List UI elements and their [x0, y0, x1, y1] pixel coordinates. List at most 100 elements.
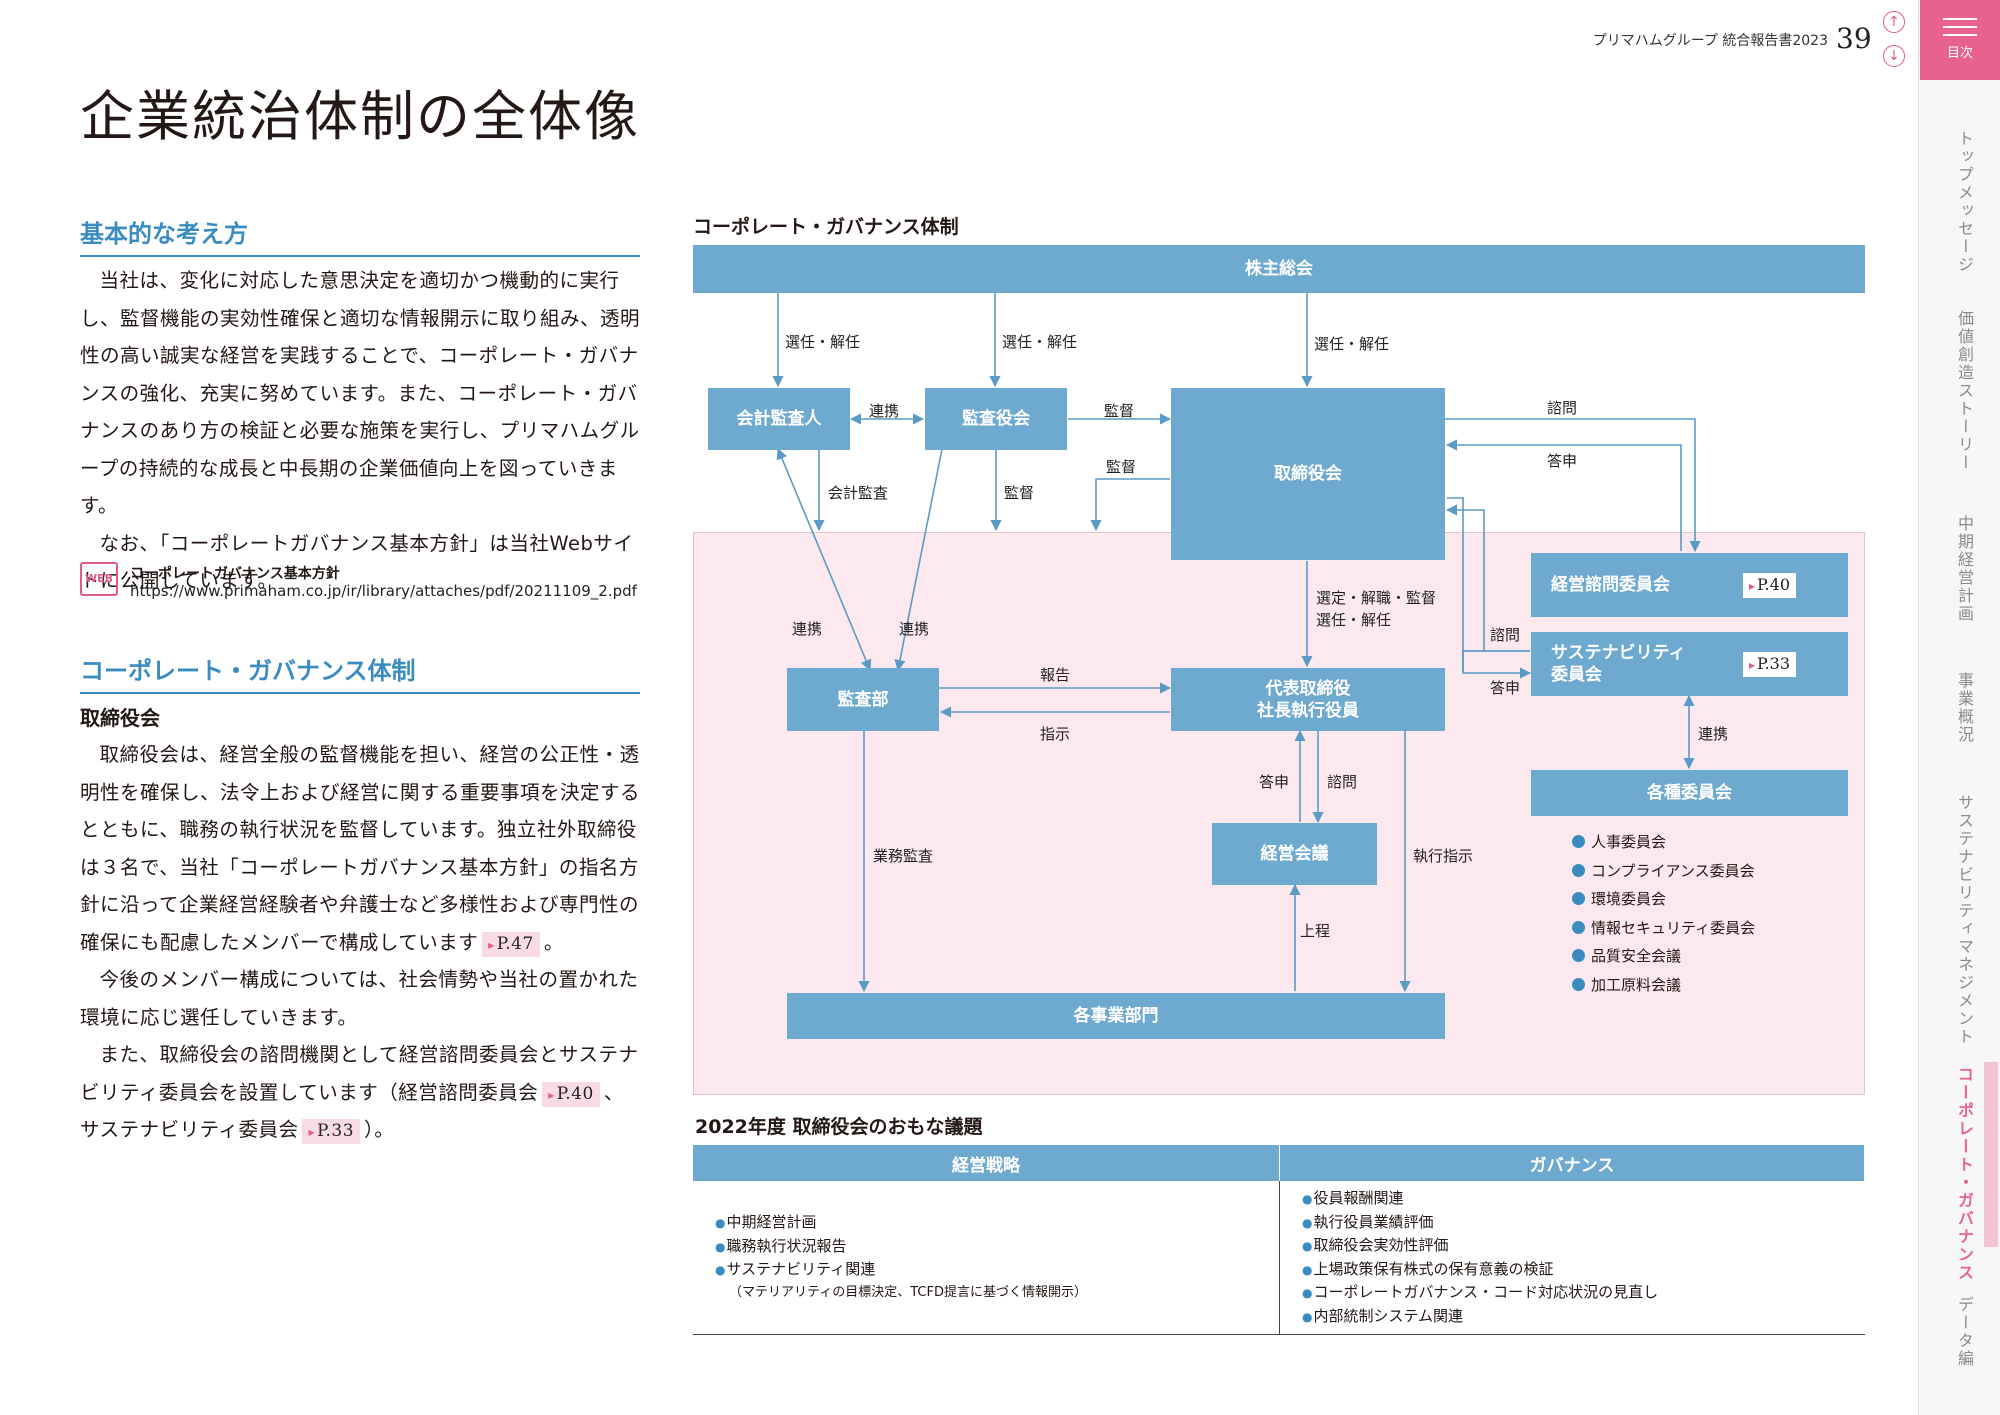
web-icon: WEB — [80, 562, 118, 596]
agenda-item: 上場政策保有株式の保有意義の検証 — [1302, 1258, 1865, 1282]
ceo-label-1: 代表取締役 — [1265, 678, 1351, 699]
label-report-1: 答申 — [1547, 452, 1578, 470]
board-text: 取締役会は、経営全般の監督機能を担い、経営の公正性・透明性を確保し、法令上および… — [80, 736, 640, 1149]
agenda-header-governance: ガバナンス — [1279, 1145, 1865, 1181]
agenda-item: 中期経営計画 — [715, 1211, 1279, 1235]
label-accounting-audit: 会計監査 — [828, 484, 889, 502]
label-coop-top: 連携 — [869, 402, 900, 420]
label-instruct: 指示 — [1040, 725, 1071, 743]
section-heading-governance: コーポレート・ガバナンス体制 — [80, 651, 640, 694]
agenda-title: 2022年度 取締役会のおもな議題 — [695, 1116, 983, 1138]
box-audit-department: 監査部 — [787, 668, 939, 731]
nav-active-indicator — [1984, 1062, 1998, 1247]
page-ref-p40[interactable]: P.40 — [542, 1081, 600, 1107]
subheading-board: 取締役会 — [80, 706, 160, 730]
diagram-title: コーポレート・ガバナンス体制 — [693, 216, 959, 238]
committee-item: コンプライアンス委員会 — [1572, 857, 1755, 886]
label-coop-right: 連携 — [899, 620, 930, 638]
agenda-table: 経営戦略 ガバナンス 中期経営計画 職務執行状況報告 サステナビリティ関連 （マ… — [693, 1145, 1865, 1335]
box-audit-board: 監査役会 — [925, 388, 1067, 450]
label-coop-committees: 連携 — [1698, 725, 1729, 743]
agenda-item: 取締役会実効性評価 — [1302, 1234, 1865, 1258]
agenda-item: 職務執行状況報告 — [715, 1235, 1279, 1259]
label-select-dismiss: 選定・解職・監督 — [1316, 589, 1437, 607]
report-title: プリマハムグループ 統合報告書2023 — [1592, 33, 1828, 49]
arrow-down-icon[interactable]: ↓ — [1883, 45, 1905, 67]
box-advisory-committee: 経営諮問委員会 P.40 — [1531, 553, 1848, 617]
board-p3-end: ）。 — [364, 1118, 395, 1141]
nav-item-value-creation[interactable]: 価値創造ストーリー — [1955, 310, 1974, 472]
board-p3-text: また、取締役会の諮問機関として経営諮問委員会とサステナビリティ委員会を設置してい… — [80, 1043, 639, 1104]
committee-item: 人事委員会 — [1572, 828, 1755, 857]
board-p3-mid: 、サステナビリティ委員会 — [80, 1080, 624, 1142]
label-supervise-3: 監督 — [1004, 484, 1035, 502]
agenda-item: 執行役員業績評価 — [1302, 1211, 1865, 1235]
nav-item-corporate-governance[interactable]: コーポレート・ガバナンス — [1955, 1066, 1974, 1282]
label-submit: 上程 — [1300, 922, 1331, 940]
agenda-item: サステナビリティ関連 — [715, 1258, 1279, 1282]
agenda-strategy-cell: 中期経営計画 職務執行状況報告 サステナビリティ関連 （マテリアリティの目標決定… — [693, 1181, 1280, 1335]
label-consult-1: 諮問 — [1547, 399, 1578, 417]
sustainability-page-ref[interactable]: P.33 — [1743, 652, 1796, 677]
committee-item: 情報セキュリティ委員会 — [1572, 914, 1755, 943]
label-elect-board: 選任・解任 — [1314, 335, 1390, 353]
agenda-item: コーポレートガバナンス・コード対応状況の見直し — [1302, 1281, 1865, 1305]
committee-item: 環境委員会 — [1572, 885, 1755, 914]
box-accounting-auditor: 会計監査人 — [708, 388, 850, 450]
label-business-audit: 業務監査 — [873, 847, 934, 865]
agenda-header-strategy: 経営戦略 — [693, 1145, 1280, 1181]
ceo-label-2: 社長執行役員 — [1257, 700, 1359, 721]
board-p1: 取締役会は、経営全般の監督機能を担い、経営の公正性・透明性を確保し、法令上および… — [80, 736, 640, 961]
agenda-item-note: （マテリアリティの目標決定、TCFD提言に基づく情報開示） — [729, 1284, 1087, 1300]
page-title: 企業統治体制の全体像 — [80, 85, 640, 148]
toc-menu-button[interactable]: 目次 — [1920, 0, 2000, 80]
label-report-4: 答申 — [1259, 773, 1290, 791]
web-link-label: コーポレートガバナンス基本方針 — [130, 566, 340, 582]
box-various-committees: 各種委員会 — [1531, 770, 1848, 816]
label-supervise-1: 監督 — [1104, 402, 1135, 420]
label-report-3: 報告 — [1040, 666, 1071, 684]
label-supervise-2: 監督 — [1106, 458, 1137, 476]
board-p1-text: 取締役会は、経営全般の監督機能を担い、経営の公正性・透明性を確保し、法令上および… — [80, 743, 641, 954]
box-shareholders-meeting: 株主総会 — [693, 245, 1865, 293]
page-ref-p33[interactable]: P.33 — [302, 1119, 361, 1144]
label-elect-accounting: 選任・解任 — [785, 333, 861, 351]
sustainability-label-2: 委員会 — [1551, 665, 1602, 685]
advisory-page-ref[interactable]: P.40 — [1743, 573, 1796, 598]
nav-item-top-message[interactable]: トップメッセージ — [1955, 130, 1974, 274]
sustainability-label-1: サステナビリティ — [1551, 643, 1686, 663]
label-elect-audit-board: 選任・解任 — [1002, 333, 1078, 351]
box-business-divisions: 各事業部門 — [787, 993, 1445, 1039]
nav-item-sustainability[interactable]: サステナビリティマネジメント — [1955, 794, 1974, 1046]
page-number: 39 — [1836, 22, 1872, 55]
box-management-meeting: 経営会議 — [1212, 823, 1377, 885]
advisory-committee-label: 経営諮問委員会 — [1551, 575, 1670, 595]
board-p2: 今後のメンバー構成については、社会情勢や当社の置かれた環境に応じ選任していきます… — [80, 968, 639, 1029]
hamburger-icon — [1943, 18, 1977, 36]
label-elect-dismiss: 選任・解任 — [1316, 611, 1392, 629]
label-consult-3: 諮問 — [1327, 773, 1358, 791]
nav-item-business-overview[interactable]: 事業概況 — [1955, 672, 1974, 744]
agenda-item: 役員報酬関連 — [1302, 1187, 1865, 1211]
nav-item-data[interactable]: データ編 — [1955, 1296, 1974, 1368]
agenda-item: 内部統制システム関連 — [1302, 1305, 1865, 1329]
nav-item-midterm-plan[interactable]: 中期経営計画 — [1955, 515, 1974, 623]
basic-policy-p1: 当社は、変化に対応した意思決定を適切かつ機動的に実行し、監督機能の実効性確保と適… — [80, 269, 641, 517]
agenda-governance-cell: 役員報酬関連 執行役員業績評価 取締役会実効性評価 上場政策保有株式の保有意義の… — [1279, 1181, 1865, 1335]
section-heading-basic-policy: 基本的な考え方 — [80, 214, 640, 257]
label-exec-instruct: 執行指示 — [1413, 847, 1474, 865]
committee-item: 品質安全会議 — [1572, 942, 1755, 971]
web-link-url[interactable]: https://www.primaham.co.jp/ir/library/at… — [130, 582, 637, 600]
box-ceo: 代表取締役社長執行役員 — [1171, 668, 1445, 731]
basic-policy-text: 当社は、変化に対応した意思決定を適切かつ機動的に実行し、監督機能の実効性確保と適… — [80, 262, 640, 600]
committee-list: 人事委員会 コンプライアンス委員会 環境委員会 情報セキュリティ委員会 品質安全… — [1572, 828, 1755, 999]
basic-policy-p2: なお、「コーポレートガバナンス基本方針」は当社Webサイトに公開しています。 — [80, 531, 634, 593]
label-coop-left: 連携 — [792, 620, 823, 638]
page-ref-p47[interactable]: P.47 — [482, 931, 540, 957]
label-report-2: 答申 — [1490, 679, 1521, 697]
arrow-up-icon[interactable]: ↑ — [1883, 11, 1905, 33]
board-p3: また、取締役会の諮問機関として経営諮問委員会とサステナビリティ委員会を設置してい… — [80, 1036, 640, 1149]
committee-item: 加工原料会議 — [1572, 971, 1755, 1000]
box-sustainability-committee: サステナビリティ委員会 P.33 — [1531, 632, 1848, 696]
label-consult-2: 諮問 — [1490, 626, 1521, 644]
